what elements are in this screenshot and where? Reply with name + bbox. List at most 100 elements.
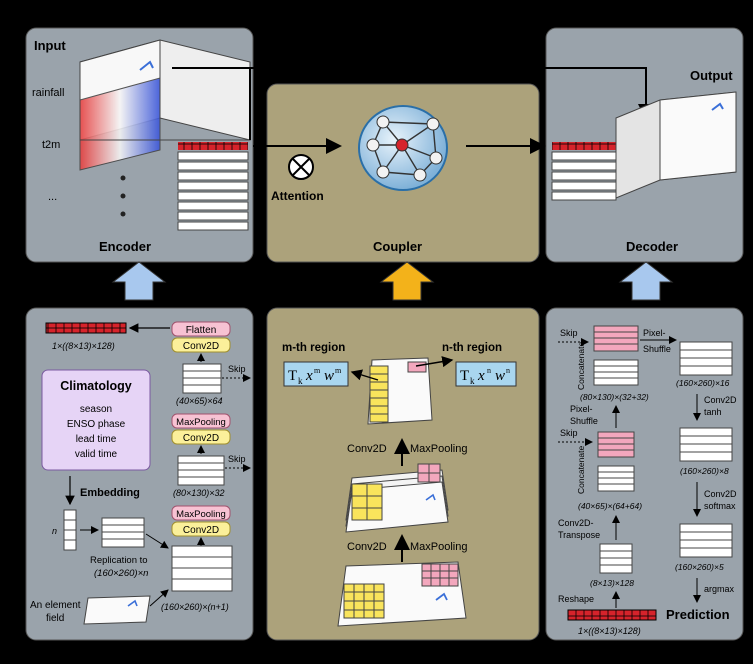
- input-grid-tile: [337, 561, 467, 627]
- prediction-label: Prediction: [666, 607, 730, 622]
- svg-text:n: n: [506, 366, 510, 375]
- n-label: n: [52, 526, 57, 536]
- svg-text:m: m: [335, 366, 342, 375]
- conv2d-label-mid-2: Conv2D: [347, 541, 387, 553]
- pixel-shuffle-label-b1: Pixel-: [570, 404, 593, 414]
- climatology-item: season: [80, 404, 112, 415]
- feature-stack-160x260x8: [679, 427, 733, 462]
- svg-text:T: T: [460, 368, 469, 384]
- shape-160x260-n1-label: (160×260)×(n+1): [161, 602, 229, 612]
- t2m-label: t2m: [42, 139, 60, 151]
- svg-text:m: m: [314, 366, 321, 375]
- conv2d-block-1: [171, 337, 231, 353]
- shape-8x13-label: (8×13)×128: [590, 578, 634, 588]
- pooled-feature-stack: [367, 357, 433, 425]
- climatology-item: valid time: [75, 449, 118, 460]
- coupler-label: Coupler: [373, 239, 422, 254]
- svg-text:k: k: [470, 376, 475, 386]
- conv2d-label-1: Conv2D: [183, 341, 219, 352]
- decoder-label: Decoder: [626, 239, 678, 254]
- embedding-vector: [63, 509, 77, 551]
- graph-network-icon: [358, 105, 448, 191]
- svg-text:n: n: [487, 366, 491, 375]
- svg-text:x: x: [477, 368, 485, 384]
- shape-80x130-dec-label: (80×130)×(32+32): [580, 392, 649, 402]
- feature-stack-40x65: [182, 363, 222, 394]
- shape-160x16-label: (160×260)×16: [676, 378, 730, 388]
- encoder-flat-vector-label: 1×((8×13)×128): [52, 341, 115, 351]
- encoder-flat-vector: [45, 322, 127, 334]
- maxpool-block-2: [171, 505, 231, 521]
- concatenate-label-1: Concatenate: [576, 342, 586, 390]
- maxpool-block-1: [171, 413, 231, 429]
- svg-text:k: k: [298, 376, 303, 386]
- maxpool-label-2: MaxPooling: [176, 509, 226, 520]
- skip-label-dec-1: Skip: [560, 328, 578, 338]
- svg-text:w: w: [324, 368, 334, 384]
- conv2d-softmax-label-2: softmax: [704, 501, 736, 511]
- input-label: Input: [34, 38, 66, 53]
- pixel-shuffle-label-a2: Shuffle: [643, 344, 671, 354]
- shape-80x130-label: (80×130)×32: [173, 488, 225, 498]
- attention-red-row: [178, 142, 248, 150]
- encoder-up-arrow: [111, 261, 167, 301]
- formula-n-box: T k x n w n: [455, 361, 517, 387]
- feature-stack-80x130: [177, 455, 225, 486]
- ellipsis-label: ...: [48, 191, 57, 203]
- output-volume: [615, 91, 737, 199]
- decoder-flat-vector: [567, 609, 657, 621]
- skip-label-1: Skip: [228, 364, 246, 374]
- flatten-block: [171, 321, 231, 337]
- replication-shape-label: (160×260)×n: [94, 568, 148, 579]
- conv2d-block-2: [171, 429, 231, 445]
- shape-160x8-label: (160×260)×8: [680, 466, 729, 476]
- maxpool-label-1: MaxPooling: [176, 417, 226, 428]
- conv-feature-stack: [345, 463, 449, 533]
- replicated-stack: [101, 517, 145, 548]
- transpose-label-1: Conv2D-: [558, 518, 594, 528]
- input-volume: [79, 39, 251, 171]
- svg-text:T: T: [288, 368, 297, 384]
- replication-label: Replication to: [90, 555, 148, 566]
- coupler-up-arrow: [379, 261, 435, 301]
- climatology-box: [41, 369, 151, 471]
- attention-label: Attention: [271, 189, 324, 203]
- shape-40x65-dec-label: (40×65)×(64+64): [578, 501, 642, 511]
- shape-160x5-label: (160×260)×5: [675, 562, 724, 572]
- output-label: Output: [690, 68, 733, 83]
- decoder-red-row: [552, 142, 616, 150]
- formula-m-box: T k x m w m: [283, 361, 349, 387]
- skip-label-dec-2: Skip: [560, 428, 578, 438]
- conv2d-label-2: Conv2D: [183, 433, 219, 444]
- skip-connection-line: [172, 67, 646, 140]
- transpose-label-2: Transpose: [558, 530, 600, 540]
- maxpool-label-mid-2: MaxPooling: [410, 541, 467, 553]
- maxpool-label-mid-1: MaxPooling: [410, 443, 467, 455]
- flatten-label: Flatten: [186, 325, 217, 336]
- pixel-shuffle-label-a1: Pixel-: [643, 328, 666, 338]
- element-field-label-1: An element: [30, 600, 81, 611]
- decoder-up-arrow: [618, 261, 674, 301]
- conv2d-tanh-label-2: tanh: [704, 407, 722, 417]
- argmax-label: argmax: [704, 584, 735, 594]
- climatology-item: lead time: [76, 434, 117, 445]
- feature-stack-160x260: [171, 545, 233, 592]
- decoder-flat-vector-label: 1×((8×13)×128): [578, 626, 641, 636]
- conv2d-label-mid-1: Conv2D: [347, 443, 387, 455]
- svg-text:x: x: [305, 368, 313, 384]
- input-slices: [177, 142, 249, 231]
- skip-label-2: Skip: [228, 454, 246, 464]
- conv2d-tanh-label-1: Conv2D: [704, 395, 737, 405]
- svg-text:w: w: [495, 368, 505, 384]
- pixel-shuffle-label-b2: Shuffle: [570, 416, 598, 426]
- climatology-title: Climatology: [60, 379, 132, 393]
- feature-stack-160x260x5: [679, 523, 733, 558]
- shape-40x65-label: (40×65)×64: [176, 396, 223, 406]
- embedding-label: Embedding: [80, 487, 140, 499]
- conv2d-label-3: Conv2D: [183, 525, 219, 536]
- element-field-label-2: field: [46, 613, 64, 624]
- concat-stack-80x130: [593, 325, 639, 386]
- conv2d-block-3: [171, 521, 231, 537]
- n-region-label: n-th region: [442, 342, 502, 354]
